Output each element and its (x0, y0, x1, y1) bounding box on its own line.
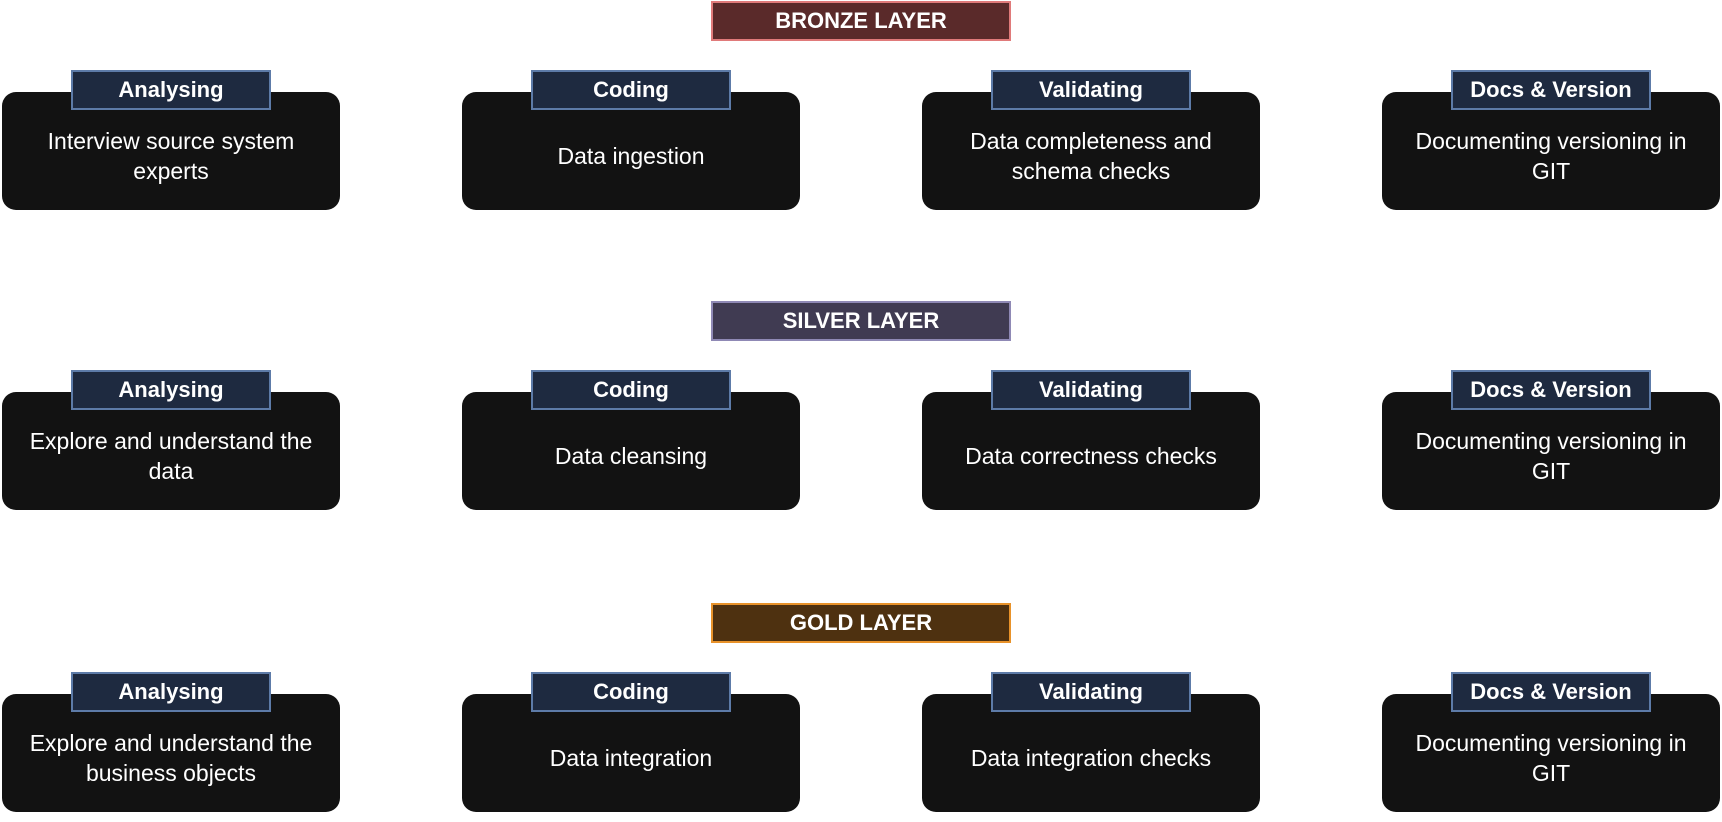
step-card-text: Documenting versioning in GIT (1382, 92, 1720, 210)
step-tag-validating: Validating (991, 672, 1191, 712)
step-card-text: Documenting versioning in GIT (1382, 392, 1720, 510)
step-tag-coding: Coding (531, 370, 731, 410)
step-tag-analysing: Analysing (71, 370, 271, 410)
silver-validating-step: Validating Data correctness checks (922, 370, 1260, 510)
gold-layer-row: Analysing Explore and understand the bus… (0, 672, 1722, 822)
step-tag-analysing: Analysing (71, 672, 271, 712)
silver-layer-title: SILVER LAYER (711, 301, 1011, 341)
bronze-docs-version-step: Docs & Version Documenting versioning in… (1382, 70, 1720, 210)
step-card-text: Data ingestion (462, 92, 800, 210)
bronze-coding-step: Coding Data ingestion (462, 70, 800, 210)
step-tag-coding: Coding (531, 70, 731, 110)
silver-layer-row: Analysing Explore and understand the dat… (0, 370, 1722, 520)
step-tag-coding: Coding (531, 672, 731, 712)
step-card-text: Interview source system experts (2, 92, 340, 210)
step-tag-docs-version: Docs & Version (1451, 70, 1651, 110)
step-tag-analysing: Analysing (71, 70, 271, 110)
step-card-text: Explore and understand the data (2, 392, 340, 510)
step-tag-docs-version: Docs & Version (1451, 370, 1651, 410)
step-tag-validating: Validating (991, 370, 1191, 410)
gold-layer-title: GOLD LAYER (711, 603, 1011, 643)
gold-coding-step: Coding Data integration (462, 672, 800, 812)
step-card-text: Data integration checks (922, 694, 1260, 812)
gold-validating-step: Validating Data integration checks (922, 672, 1260, 812)
silver-coding-step: Coding Data cleansing (462, 370, 800, 510)
step-card-text: Data completeness and schema checks (922, 92, 1260, 210)
step-card-text: Documenting versioning in GIT (1382, 694, 1720, 812)
bronze-analysing-step: Analysing Interview source system expert… (2, 70, 340, 210)
bronze-validating-step: Validating Data completeness and schema … (922, 70, 1260, 210)
step-card-text: Data integration (462, 694, 800, 812)
step-card-text: Data correctness checks (922, 392, 1260, 510)
bronze-layer-row: Analysing Interview source system expert… (0, 70, 1722, 220)
silver-docs-version-step: Docs & Version Documenting versioning in… (1382, 370, 1720, 510)
step-card-text: Data cleansing (462, 392, 800, 510)
gold-docs-version-step: Docs & Version Documenting versioning in… (1382, 672, 1720, 812)
bronze-layer-title: BRONZE LAYER (711, 1, 1011, 41)
step-tag-docs-version: Docs & Version (1451, 672, 1651, 712)
silver-analysing-step: Analysing Explore and understand the dat… (2, 370, 340, 510)
gold-analysing-step: Analysing Explore and understand the bus… (2, 672, 340, 812)
step-card-text: Explore and understand the business obje… (2, 694, 340, 812)
step-tag-validating: Validating (991, 70, 1191, 110)
